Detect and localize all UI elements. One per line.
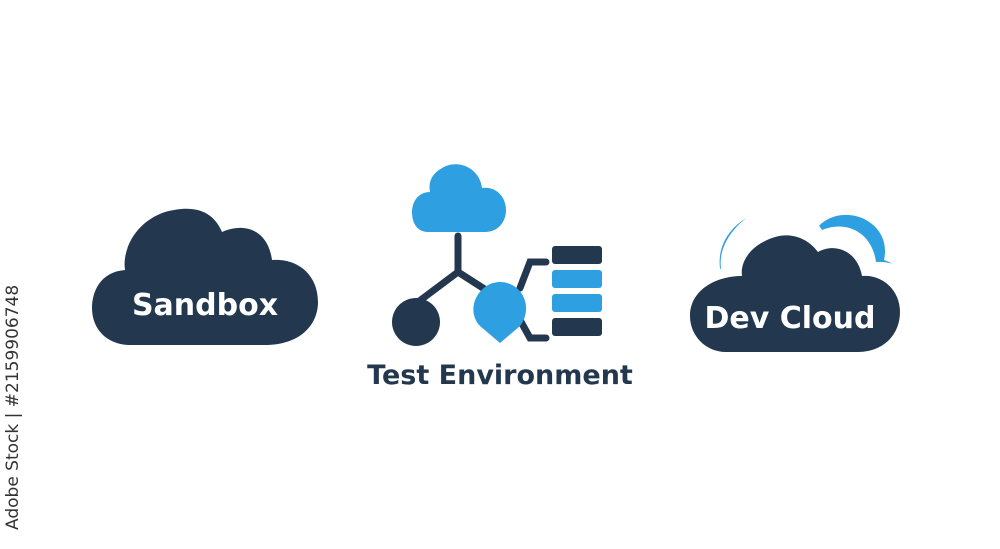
dev-cloud-icon: Dev Cloud bbox=[676, 207, 924, 360]
server-stack-icon bbox=[552, 246, 602, 336]
test-cloud-icon bbox=[412, 164, 506, 232]
dev-cloud-label: Dev Cloud bbox=[705, 301, 876, 336]
test-environment-icon: Test Environment bbox=[367, 164, 633, 391]
test-environment-label: Test Environment bbox=[367, 360, 633, 391]
node-circle-icon bbox=[392, 298, 440, 346]
pin-icon bbox=[473, 282, 527, 343]
stock-id-text: Adobe Stock | #215990674​8 bbox=[3, 284, 23, 530]
sandbox-label: Sandbox bbox=[132, 288, 278, 323]
sandbox-cloud-icon: Sandbox bbox=[92, 208, 318, 345]
